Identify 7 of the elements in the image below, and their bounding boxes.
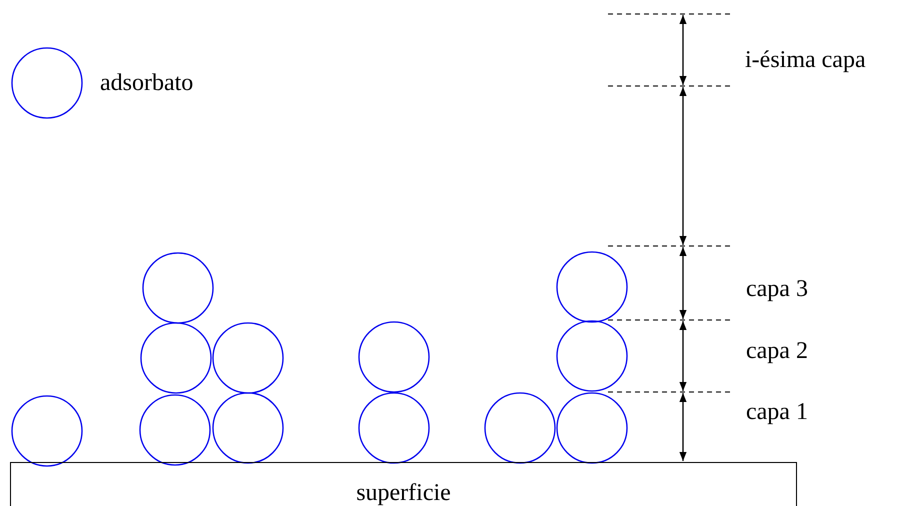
layer-label: capa 2	[746, 337, 808, 365]
layer-label: capa 1	[746, 398, 808, 426]
legend-label: adsorbato	[100, 69, 194, 97]
surface-block	[10, 462, 797, 506]
layer-label: i-ésima capa	[745, 46, 866, 74]
surface-label: superficie	[356, 479, 451, 506]
layer-label: capa 3	[746, 275, 808, 303]
